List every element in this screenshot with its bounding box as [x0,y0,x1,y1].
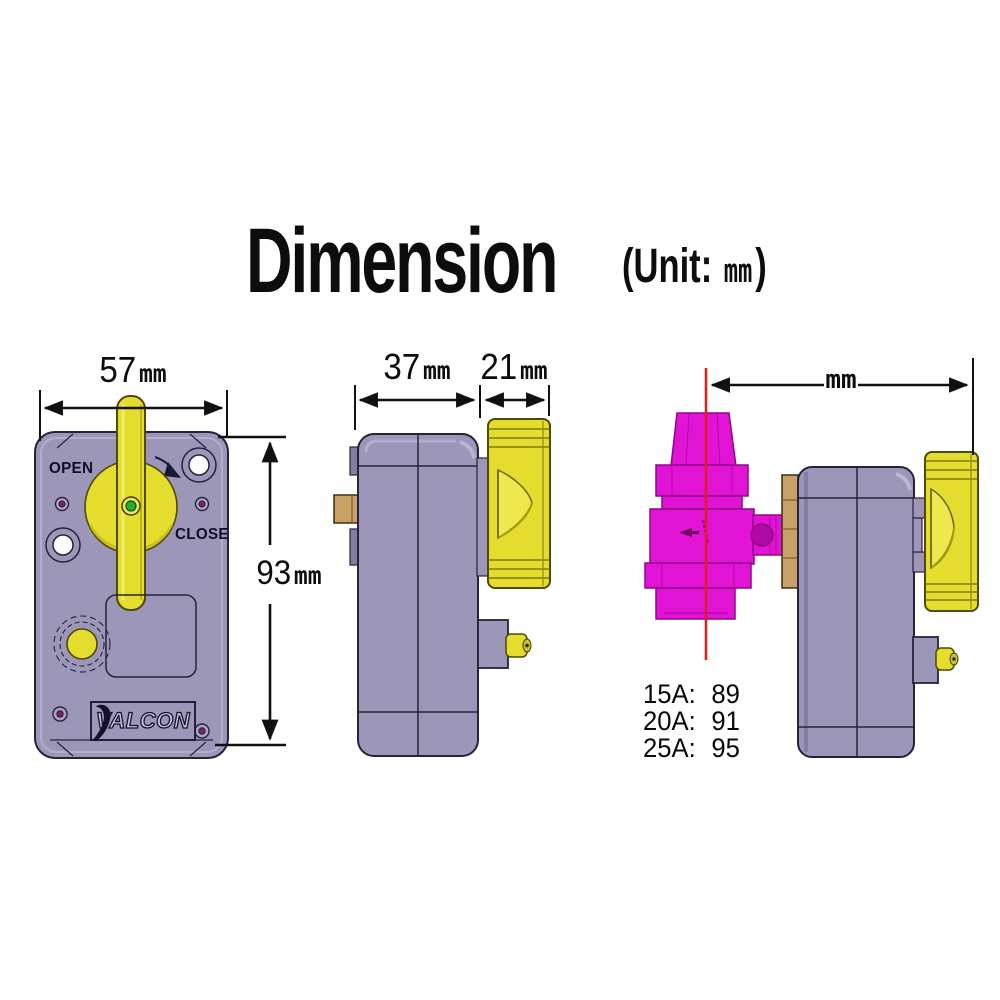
front-height-dimension-lines [215,435,286,747]
table-row: 25A: 95 [643,735,740,762]
side-handle [487,418,551,589]
side-nozzle [477,619,532,669]
unit-note-prefix: (Unit: [622,240,713,293]
close-label: CLOSE [175,526,229,543]
side-dimension-lines [354,385,550,430]
assembly-length-dim-label: mm [825,366,856,393]
size-label: 15A: [643,679,696,709]
brand-logo: VALCON [95,707,191,733]
front-rotation-arrow-head [164,462,181,478]
assembly-nozzle [912,636,959,684]
brass-flange [781,474,799,589]
length-by-size-table: 15A: 89 20A: 91 25A: 95 [643,681,740,762]
assembly-length-dim-unit: mm [825,365,857,395]
front-view [34,390,286,759]
assembly-corner-gloss [895,472,912,491]
front-screw-left [54,496,70,512]
front-corner-chamfers [56,433,207,757]
assembly-handle [924,451,979,612]
side-handle-dim-unit: mm [519,356,548,385]
assembly-actuator-body [797,466,915,758]
front-width-dim-value: 57 [99,349,137,390]
front-label-panel [105,594,197,678]
side-view [333,385,551,757]
size-value: 95 [711,733,740,763]
front-manual-button [53,615,111,673]
size-label: 25A: [643,733,696,763]
front-screw-bottom-left [52,706,68,722]
table-row: 20A: 91 [643,708,740,735]
unit-note-suffix: ) [755,240,767,293]
open-label: OPEN [49,460,94,477]
size-label: 20A: [643,706,696,736]
brand-swoosh-icon [92,704,111,741]
side-cable-connector [333,494,361,524]
front-position-indicator [125,500,137,512]
side-corner-gloss [459,440,476,459]
size-value: 91 [711,706,740,736]
side-body-dim-unit: mm [422,356,451,385]
side-body-dim-value: 37 [383,346,421,387]
brand-plate: VALCON [90,701,196,741]
front-screw-right [194,496,210,512]
assembly-shaft [912,517,923,553]
front-width-dimension-lines [39,390,228,441]
unit-note: (Unit: mm) [622,243,767,291]
front-height-dim-unit: mm [293,561,322,590]
unit-note-value: mm [723,251,753,290]
front-screw-bottom-right [194,723,210,739]
table-row: 15A: 89 [643,681,740,708]
side-body-top-highlight [364,439,456,453]
front-mount-hole-left [45,527,81,563]
front-width-dim-unit: mm [138,359,167,388]
size-value: 89 [711,679,740,709]
assembly-view [644,358,979,758]
front-mount-hole-top-right [181,447,217,483]
front-height-dim-value: 93 [256,554,292,592]
side-handle-dim-value: 21 [480,346,518,387]
valve-body [644,412,785,620]
assembly-dimension-lines [710,358,974,455]
page-title: Dimension [246,210,558,312]
